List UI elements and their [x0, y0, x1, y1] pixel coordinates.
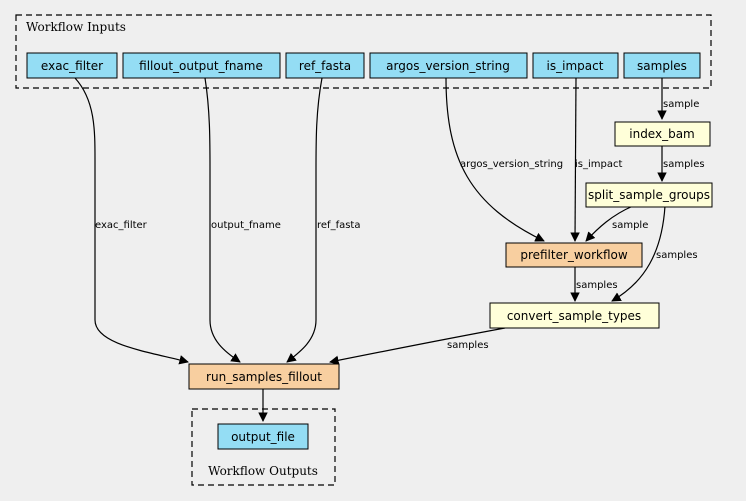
- node-run-samples-fillout[interactable]: run_samples_fillout: [188, 363, 340, 390]
- edge-label-samples-index-bam: sample: [663, 99, 699, 110]
- svg-text:argos_version_string: argos_version_string: [386, 59, 510, 73]
- edge-convert-fillout: [329, 327, 506, 366]
- node-prefilter-workflow[interactable]: prefilter_workflow: [505, 242, 643, 268]
- edge-argos-prefilter: [445, 77, 545, 242]
- edge-split-convert: [611, 205, 666, 302]
- edge-label-ref-fillout: ref_fasta: [317, 220, 360, 231]
- workflow-inputs-cluster: Workflow Inputs: [15, 14, 712, 89]
- node-index-bam[interactable]: index_bam: [614, 121, 711, 147]
- svg-text:exac_filter: exac_filter: [41, 59, 103, 73]
- edge-label-convert-fillout: samples: [447, 340, 489, 351]
- workflow-outputs-label: Workflow Outputs: [208, 464, 318, 478]
- svg-text:split_sample_groups: split_sample_groups: [588, 188, 710, 202]
- svg-text:fillout_output_fname: fillout_output_fname: [139, 59, 263, 73]
- node-exac-filter[interactable]: exac_filter: [26, 52, 118, 79]
- edge-label-is-impact-prefilter: is_impact: [575, 159, 622, 170]
- svg-text:convert_sample_types: convert_sample_types: [507, 309, 641, 323]
- edge-is-impact-prefilter: [570, 77, 580, 242]
- svg-text:is_impact: is_impact: [547, 59, 604, 73]
- edge-label-split-prefilter: sample: [612, 220, 648, 231]
- svg-text:samples: samples: [637, 59, 687, 73]
- edge-ref-fillout: [286, 77, 323, 363]
- edge-fname-fillout: [204, 77, 241, 363]
- edge-label-fname-fillout: output_fname: [211, 220, 281, 231]
- node-is-impact[interactable]: is_impact: [532, 52, 619, 79]
- node-ref-fasta[interactable]: ref_fasta: [285, 52, 365, 79]
- edge-label-prefilter-convert: samples: [576, 280, 618, 291]
- workflow-inputs-label: Workflow Inputs: [26, 20, 126, 34]
- svg-text:prefilter_workflow: prefilter_workflow: [520, 248, 628, 262]
- edge-exac-fillout: [74, 77, 189, 365]
- svg-text:index_bam: index_bam: [629, 127, 695, 141]
- node-fillout-output-fname[interactable]: fillout_output_fname: [122, 52, 281, 79]
- node-split-sample-groups[interactable]: split_sample_groups: [585, 182, 713, 208]
- node-output-file[interactable]: output_file: [217, 423, 309, 450]
- edge-split-prefilter: [585, 205, 634, 242]
- svg-text:run_samples_fillout: run_samples_fillout: [206, 370, 322, 384]
- svg-text:output_file: output_file: [231, 430, 295, 444]
- edge-label-exac-fillout: exac_filter: [95, 220, 148, 231]
- svg-text:ref_fasta: ref_fasta: [299, 59, 351, 73]
- edge-label-argos-prefilter: argos_version_string: [460, 159, 563, 170]
- edge-label-split-convert: samples: [656, 250, 698, 261]
- node-argos-version-string[interactable]: argos_version_string: [369, 52, 528, 79]
- edge-label-index-bam-split: samples: [663, 159, 705, 170]
- node-convert-sample-types[interactable]: convert_sample_types: [489, 302, 660, 329]
- node-samples[interactable]: samples: [623, 52, 701, 79]
